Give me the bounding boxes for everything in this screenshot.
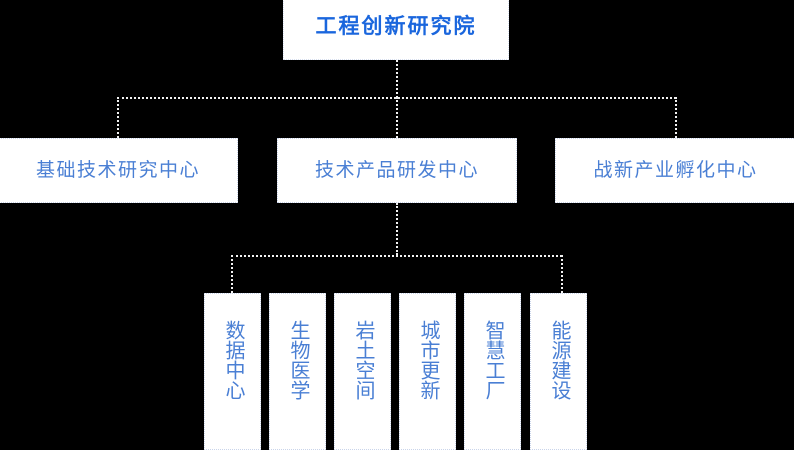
node-level3-label: 数据中心 <box>222 320 244 400</box>
node-level3-data-center[interactable]: 数据中心 <box>204 293 261 450</box>
node-level2-label: 技术产品研发中心 <box>314 159 479 181</box>
node-level3-geotechnical-space[interactable]: 岩土空间 <box>334 293 391 450</box>
connector-level2-left-drop <box>117 97 119 138</box>
node-root-label: 工程创新研究院 <box>315 14 477 38</box>
node-level3-smart-factory[interactable]: 智慧工厂 <box>464 293 521 450</box>
connector-level3-stem <box>396 203 398 255</box>
node-level3-label: 生物医学 <box>287 320 309 400</box>
node-root[interactable]: 工程创新研究院 <box>283 0 509 60</box>
node-level3-label: 城市更新 <box>417 320 439 400</box>
node-level2-basic-tech-research-center[interactable]: 基础技术研究中心 <box>0 138 238 203</box>
node-level3-energy-construction[interactable]: 能源建设 <box>530 293 587 450</box>
node-level3-biomedicine[interactable]: 生物医学 <box>269 293 326 450</box>
node-level2-label: 基础技术研究中心 <box>35 159 200 181</box>
node-level2-label: 战新产业孵化中心 <box>593 159 758 181</box>
node-level3-urban-renewal[interactable]: 城市更新 <box>399 293 456 450</box>
connector-root-stem <box>396 60 398 98</box>
node-level3-label: 能源建设 <box>548 320 570 400</box>
node-level2-strategic-industry-incubation-center[interactable]: 战新产业孵化中心 <box>555 138 794 203</box>
connector-level2-center-drop <box>396 97 398 138</box>
connector-level2-right-drop <box>675 97 677 138</box>
node-level3-label: 智慧工厂 <box>482 320 504 400</box>
connector-level3-bus <box>231 255 562 257</box>
connector-level3-right-drop <box>561 255 563 293</box>
connector-level3-left-drop <box>231 255 233 293</box>
node-level3-label: 岩土空间 <box>352 320 374 400</box>
node-level2-tech-product-rnd-center[interactable]: 技术产品研发中心 <box>277 138 517 203</box>
